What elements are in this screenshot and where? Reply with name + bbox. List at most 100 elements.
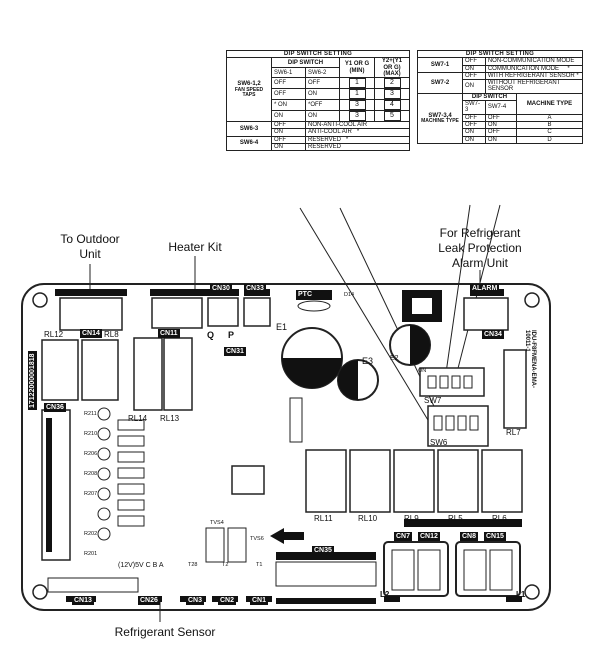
side-serial-label: 17122000001818 [28,351,37,410]
cn11-label: CN11 [158,329,180,338]
machine-type: C [515,128,584,137]
refrigerant-sensor-label: Refrigerant Sensor [114,625,216,639]
sw6-desc: ANTI-COOL AIR [308,129,352,136]
rl5-label: RL5 [448,514,463,523]
sw6-group1-label: SW6-1,2 [237,81,261,88]
cn13-label: CN13 [72,596,94,605]
machine-type: B [515,120,584,130]
sw6-table-title: DIP SWITCH SETTING [226,49,410,59]
l2-label: L2 [380,590,390,599]
tvs4-label: TVS4 [210,520,224,526]
sw6-cell: ON [278,102,288,109]
sw6-cell: OFF [310,102,323,109]
default-star: * [576,72,579,79]
sw7-desc: COMMUNICATION MODE [487,65,560,72]
rl10-label: RL10 [358,514,378,523]
cn7-label: CN7 [394,532,413,541]
sw7-group3-cell: SW7-3,4 MACHINE TYPE [417,92,463,144]
resistor-label: R202 [84,531,98,537]
cn12-label: CN12 [418,532,440,541]
outdoor-unit-label: To Outdoor Unit [60,232,120,261]
sw7-group3-label: SW7-3,4 [428,112,452,119]
cn33-label: CN33 [244,284,266,293]
sw6-dip-table: DIP SWITCH SETTING SW6-1,2 FAN SPEED TAP… [226,49,410,152]
rl12-label: RL12 [44,330,64,339]
sw7-desc: NON-COMMUNICATION MODE [484,57,584,66]
fan-tap-box: 3 [383,89,401,100]
sw6-group1-sub: FAN SPEED TAPS [234,86,264,98]
default-star: * [274,102,277,109]
refrigerant-leak-label: For Refrigerant Leak Protection Alarm Un… [438,226,522,270]
l1-label: L1 [516,590,526,599]
cn15-label: CN15 [484,532,506,541]
rl14-label: RL14 [128,414,148,423]
e1-label: E1 [276,322,288,332]
sw6-max-header: Y2+(Y1 OR G) (MAX) [374,57,410,79]
cn35-label: CN35 [312,546,334,555]
sw6-desc: RESERVED [308,136,341,143]
t2-label: T2 [222,562,229,568]
cn26-label: CN26 [138,596,160,605]
default-star: * [345,136,349,143]
alarm-label: ALARM [470,284,500,293]
d14-label: D14 [344,292,355,298]
t1-label: T1 [256,562,263,568]
bottom-pin-label: (12V)5V C B A [118,562,164,569]
machine-type: A [515,113,584,122]
e3-label: E3 [362,356,374,366]
sw7-dip-table: DIP SWITCH SETTING SW7-1 OFF NON-COMMUNI… [417,49,584,144]
sw7-group3-sub: MACHINE TYPE [421,117,459,124]
heater-kit-label: Heater Kit [168,240,222,254]
fan-tap-box: 4 [383,100,401,111]
table-row: * ON *OFF 3 4 [227,99,410,112]
sw7-label: SW7 [424,396,442,405]
cn36-label: CN36 [44,403,66,412]
sw6-desc: NON-ANTI-COOL AIR [305,121,410,130]
default-star: * [567,65,570,72]
resistor-label: R201 [84,551,98,557]
fan-tap-box: 1 [348,89,366,100]
fan-tap-box: 2 [383,78,401,89]
fan-tap-box: 1 [348,78,366,89]
cn34-label: CN34 [482,330,504,339]
cn14-label: CN14 [80,329,102,338]
q-label: Q [207,330,215,340]
rl7-label: RL7 [506,428,521,437]
default-star: * [308,102,311,109]
cn31-label: CN31 [224,347,246,356]
default-star: * [356,129,360,136]
cn8-label: CN8 [460,532,479,541]
cn3-label: CN3 [186,596,205,605]
sw6-desc: RESERVED [305,143,410,152]
rl9-label: RL9 [404,514,419,523]
rl11-label: RL11 [314,514,333,523]
sw6-label: SW6 [430,438,448,447]
resistor-label: R211 [84,411,97,417]
e2-label: E2 [390,355,399,362]
sw6-group3-label: SW6-4 [226,135,272,152]
cn1-label: CN1 [250,596,269,605]
fan-tap-box: 5 [383,111,401,122]
resistor-label: R208 [84,471,98,477]
machine-type: D [515,135,584,144]
fan-tap-box: 3 [348,111,366,122]
side-model-label: IDU-F8FMENA-EMA-10011-1 [524,330,536,388]
resistor-label: R207 [84,491,98,497]
t28-label: T28 [188,562,198,568]
sw7-cell: ON [484,135,517,144]
sw7-table-title: DIP SWITCH SETTING [417,49,583,59]
ptc-label: PTC [296,290,314,299]
fan-tap-box: 3 [348,100,366,111]
cn30-label: CN30 [210,284,232,293]
p-label: P [228,330,235,340]
rl6-label: RL6 [492,514,507,523]
rl13-label: RL13 [160,414,180,423]
sw7-desc: WITH REFRIGERANT SENSOR [487,72,575,79]
resistor-label: R206 [84,451,98,457]
resistor-label: R210 [84,431,98,437]
on-label: ON [418,368,427,374]
